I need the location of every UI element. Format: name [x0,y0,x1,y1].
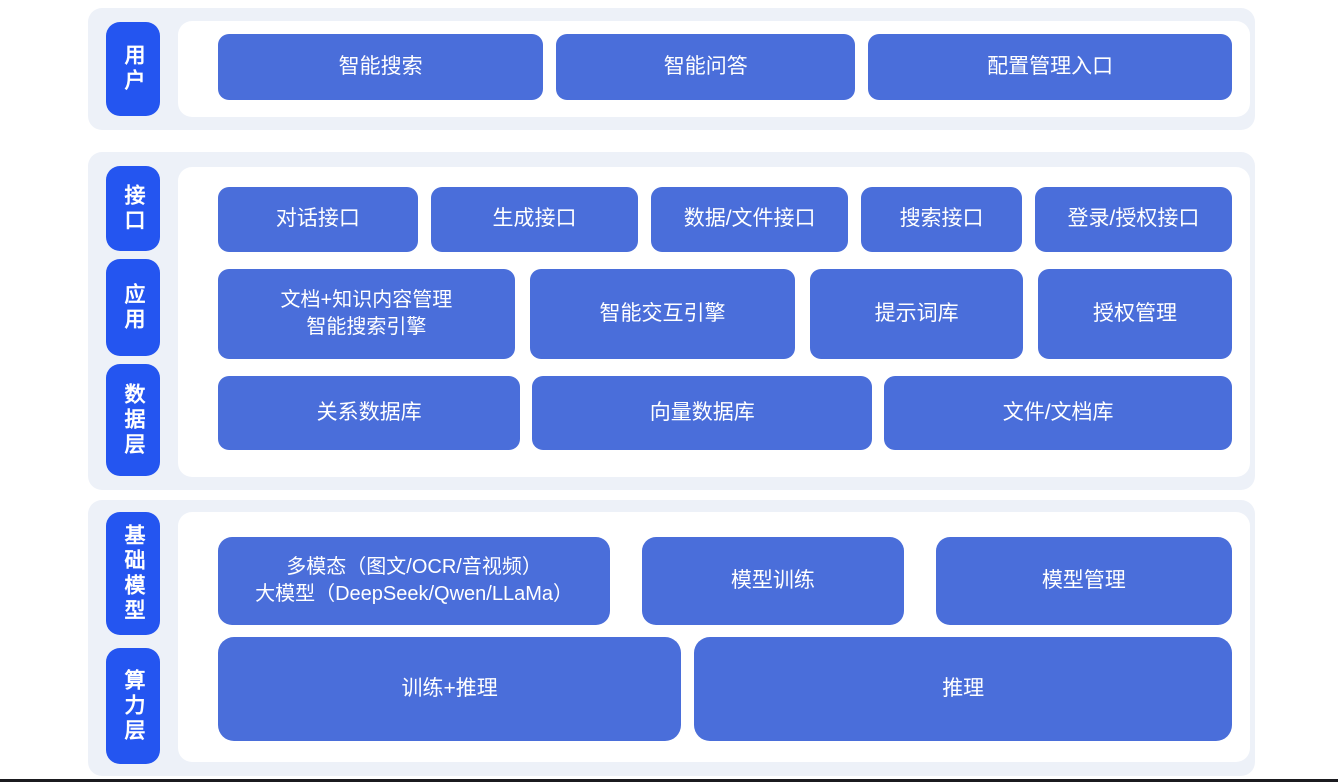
button-dialog-api[interactable]: 对话接口 [218,187,418,252]
button-search-api[interactable]: 搜索接口 [861,187,1022,252]
button-relational-db[interactable]: 关系数据库 [218,376,521,450]
layer-label-interface: 接口 [106,166,160,251]
button-doc-knowledge-search-engine[interactable]: 文档+知识内容管理 智能搜索引擎 [218,269,515,359]
button-inference[interactable]: 推理 [694,637,1232,741]
diagram-content: 用户 智能搜索 智能问答 配置管理入口 接口 应用 数据层 对话接口 生成接口 [88,0,1255,776]
data-layer-button-row: 关系数据库 向量数据库 文件/文档库 [218,376,1232,450]
button-model-management[interactable]: 模型管理 [935,537,1232,625]
button-smart-qa[interactable]: 智能问答 [556,34,856,100]
user-layer-panel: 智能搜索 智能问答 配置管理入口 [178,21,1250,117]
button-prompt-library[interactable]: 提示词库 [810,269,1024,359]
layer-label-user: 用户 [106,22,160,116]
button-smart-search[interactable]: 智能搜索 [218,34,544,100]
layer-label-application: 应用 [106,259,160,356]
layer-group-interface-app-data: 接口 应用 数据层 对话接口 生成接口 数据/文件接口 搜索接口 登录/授权接口… [88,152,1255,490]
button-training-inference[interactable]: 训练+推理 [218,637,682,741]
layer-group-model-compute: 基础模型 算力层 多模态（图文/OCR/音视频） 大模型（DeepSeek/Qw… [88,500,1255,776]
layer-label-data-layer: 数据层 [106,364,160,476]
layer-label-compute-layer: 算力层 [106,648,160,764]
user-button-row: 智能搜索 智能问答 配置管理入口 [218,34,1232,100]
button-model-training[interactable]: 模型训练 [642,537,904,625]
layer-group-user: 用户 智能搜索 智能问答 配置管理入口 [88,8,1255,130]
button-vector-db[interactable]: 向量数据库 [532,376,873,450]
button-generation-api[interactable]: 生成接口 [430,187,639,252]
button-config-management-entry[interactable]: 配置管理入口 [868,34,1232,100]
bottom-layer-panel: 多模态（图文/OCR/音视频） 大模型（DeepSeek/Qwen/LLaMa）… [178,512,1250,762]
button-data-file-api[interactable]: 数据/文件接口 [651,187,849,252]
middle-layer-panel: 对话接口 生成接口 数据/文件接口 搜索接口 登录/授权接口 文档+知识内容管理… [178,167,1250,477]
compute-button-row: 训练+推理 推理 [218,637,1232,741]
base-model-button-row: 多模态（图文/OCR/音视频） 大模型（DeepSeek/Qwen/LLaMa）… [218,537,1232,625]
button-login-auth-api[interactable]: 登录/授权接口 [1034,187,1232,252]
button-file-doc-db[interactable]: 文件/文档库 [884,376,1232,450]
middle-layer-labels: 接口 应用 数据层 [88,152,178,490]
user-layer-labels: 用户 [88,8,178,130]
button-multimodal-llm[interactable]: 多模态（图文/OCR/音视频） 大模型（DeepSeek/Qwen/LLaMa） [218,537,611,625]
button-auth-management[interactable]: 授权管理 [1038,269,1233,359]
bottom-divider [0,779,1338,782]
bottom-layer-labels: 基础模型 算力层 [88,500,178,776]
button-smart-interaction-engine[interactable]: 智能交互引擎 [529,269,796,359]
layer-label-base-model: 基础模型 [106,512,160,635]
application-button-row: 文档+知识内容管理 智能搜索引擎 智能交互引擎 提示词库 授权管理 [218,269,1233,359]
interface-button-row: 对话接口 生成接口 数据/文件接口 搜索接口 登录/授权接口 [218,187,1232,252]
